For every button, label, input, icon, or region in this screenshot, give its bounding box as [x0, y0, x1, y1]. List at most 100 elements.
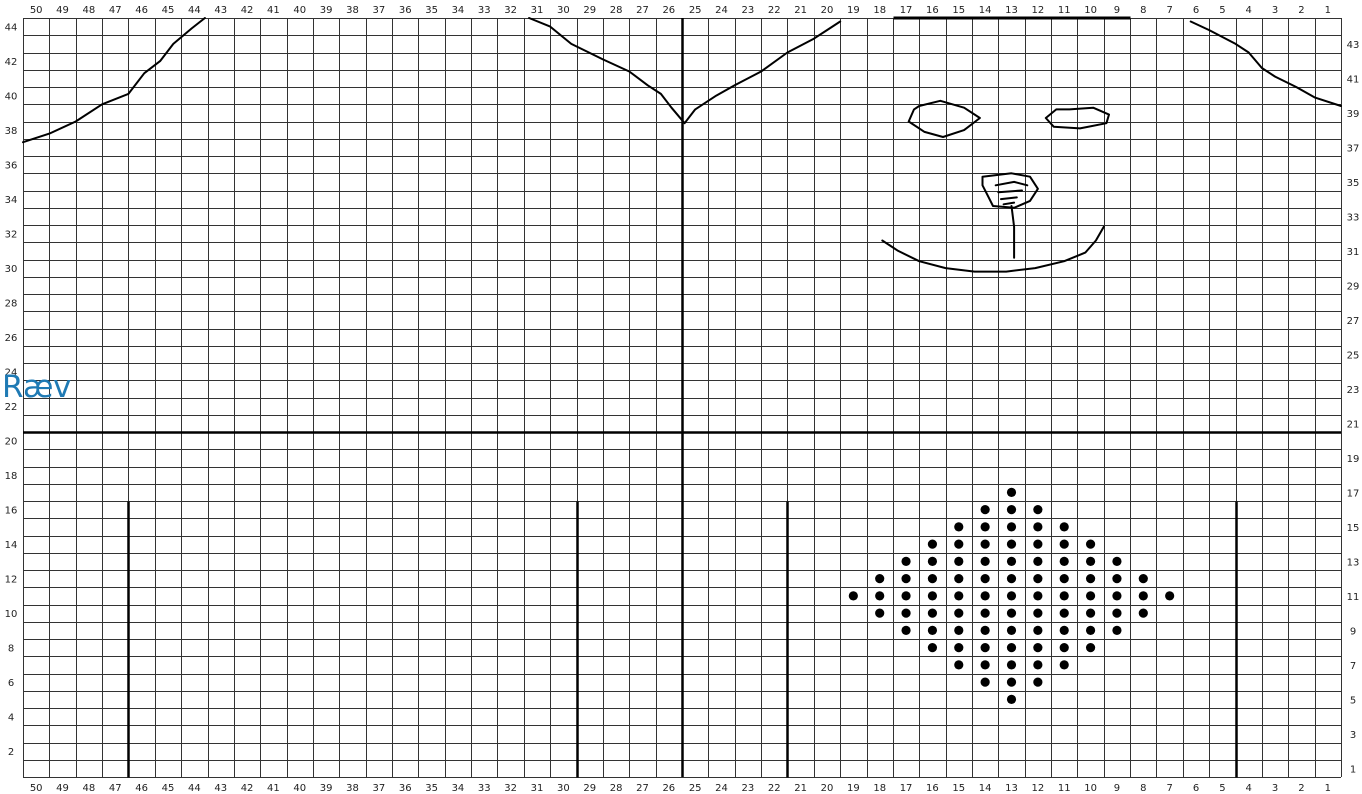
column-label-bottom: 18: [873, 783, 886, 794]
pattern-dot: [1033, 557, 1042, 566]
row-label-right: 19: [1347, 454, 1360, 465]
pattern-dot: [954, 643, 963, 652]
column-label-bottom: 43: [214, 783, 227, 794]
column-label-top: 14: [979, 5, 992, 16]
column-label-bottom: 40: [293, 783, 306, 794]
pattern-dot: [981, 678, 990, 687]
row-label-left: 44: [5, 23, 18, 34]
column-label-bottom: 1: [1325, 783, 1331, 794]
column-label-bottom: 19: [847, 783, 860, 794]
pattern-dot: [1033, 660, 1042, 669]
column-label-top: 5: [1219, 5, 1225, 16]
row-label-right: 35: [1347, 178, 1360, 189]
column-label-bottom: 23: [742, 783, 755, 794]
column-label-top: 26: [662, 5, 675, 16]
column-label-top: 1: [1325, 5, 1331, 16]
column-label-bottom: 9: [1114, 783, 1120, 794]
column-label-top: 23: [742, 5, 755, 16]
pattern-dot: [1112, 591, 1121, 600]
column-label-bottom: 41: [267, 783, 280, 794]
pattern-dot: [1060, 574, 1069, 583]
row-label-left: 26: [5, 333, 18, 344]
pattern-dot: [1086, 557, 1095, 566]
pattern-dot: [981, 574, 990, 583]
column-label-top: 32: [504, 5, 517, 16]
column-label-top: 47: [109, 5, 122, 16]
pattern-dot: [1033, 643, 1042, 652]
row-label-left: 20: [5, 437, 18, 448]
column-label-top: 20: [821, 5, 834, 16]
column-label-bottom: 16: [926, 783, 939, 794]
pattern-dot: [1139, 591, 1148, 600]
pattern-dot: [1060, 609, 1069, 618]
row-label-right: 27: [1347, 316, 1360, 327]
column-label-bottom: 39: [320, 783, 333, 794]
column-label-top: 46: [135, 5, 148, 16]
column-label-bottom: 34: [452, 783, 465, 794]
row-label-right: 25: [1347, 350, 1360, 361]
column-label-bottom: 12: [1031, 783, 1044, 794]
column-label-bottom: 5: [1219, 783, 1225, 794]
column-label-top: 41: [267, 5, 280, 16]
pattern-dot: [954, 540, 963, 549]
pattern-dot: [1060, 591, 1069, 600]
column-label-bottom: 37: [372, 783, 385, 794]
column-label-bottom: 28: [610, 783, 623, 794]
pattern-dot: [875, 609, 884, 618]
pattern-dot: [1060, 660, 1069, 669]
pattern-dot: [901, 626, 910, 635]
column-label-top: 21: [794, 5, 807, 16]
column-label-top: 9: [1114, 5, 1120, 16]
row-label-left: 4: [8, 713, 14, 724]
row-label-right: 21: [1347, 419, 1360, 430]
column-label-bottom: 21: [794, 783, 807, 794]
row-label-right: 13: [1347, 557, 1360, 568]
column-label-bottom: 10: [1084, 783, 1097, 794]
column-label-bottom: 33: [478, 783, 491, 794]
pattern-dot: [928, 540, 937, 549]
pattern-dot: [954, 522, 963, 531]
pattern-dot: [1086, 609, 1095, 618]
sketch-nose-mark-4: [1004, 203, 1015, 205]
pattern-dot: [981, 660, 990, 669]
column-label-bottom: 35: [425, 783, 438, 794]
pattern-dot: [1033, 626, 1042, 635]
column-label-bottom: 2: [1298, 783, 1304, 794]
column-label-top: 34: [452, 5, 465, 16]
pattern-dot: [1086, 540, 1095, 549]
pattern-dot: [901, 557, 910, 566]
pattern-dot: [954, 626, 963, 635]
sketch-mouth: [882, 227, 1104, 272]
column-label-top: 11: [1058, 5, 1071, 16]
pattern-dot: [875, 574, 884, 583]
column-label-top: 29: [583, 5, 596, 16]
pattern-dot: [1033, 522, 1042, 531]
pattern-dot: [1112, 574, 1121, 583]
column-label-bottom: 20: [821, 783, 834, 794]
column-label-top: 15: [952, 5, 965, 16]
row-label-right: 17: [1347, 488, 1360, 499]
pattern-dot: [1007, 557, 1016, 566]
column-label-top: 22: [768, 5, 781, 16]
pattern-dot: [981, 505, 990, 514]
column-label-bottom: 30: [557, 783, 570, 794]
row-label-right: 15: [1347, 523, 1360, 534]
row-label-left: 40: [5, 92, 18, 103]
pattern-dot: [1007, 591, 1016, 600]
column-label-bottom: 46: [135, 783, 148, 794]
column-label-top: 42: [241, 5, 254, 16]
pattern-dot: [1007, 643, 1016, 652]
column-label-bottom: 22: [768, 783, 781, 794]
pattern-dot: [1007, 522, 1016, 531]
pattern-dot: [1139, 574, 1148, 583]
sketch-nose-mark-3: [1001, 197, 1017, 199]
row-label-left: 12: [5, 575, 18, 586]
pattern-dot: [1112, 626, 1121, 635]
row-label-right: 23: [1347, 385, 1360, 396]
pattern-dot: [981, 540, 990, 549]
pattern-dot: [1007, 660, 1016, 669]
column-label-top: 50: [30, 5, 43, 16]
column-label-top: 45: [162, 5, 175, 16]
column-label-top: 18: [873, 5, 886, 16]
column-label-top: 36: [399, 5, 412, 16]
